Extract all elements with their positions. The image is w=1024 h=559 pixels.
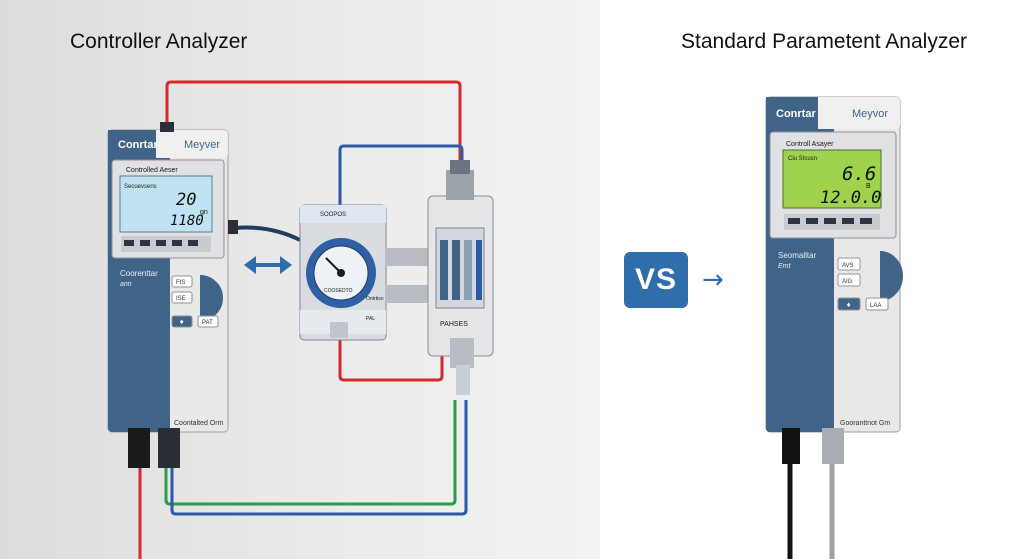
right-button-4-label: LAA bbox=[870, 303, 881, 309]
double-arrow-icon bbox=[244, 256, 292, 274]
left-button-1 bbox=[171, 275, 193, 288]
right-model-text: Meyvor bbox=[852, 108, 888, 120]
right-button-4 bbox=[865, 297, 889, 311]
left-analyzer-device bbox=[107, 122, 238, 468]
right-body-sub: Emt bbox=[778, 263, 792, 270]
left-button-3-label: ♦ bbox=[179, 319, 184, 326]
left-screen-title: Controlled Aeser bbox=[126, 167, 178, 174]
left-body-label: Coorenttar bbox=[120, 269, 158, 278]
left-body-sub: ann bbox=[120, 281, 132, 288]
left-panel-title: Controller Analyzer bbox=[70, 30, 248, 53]
blue-wire-bottom bbox=[170, 400, 468, 516]
right-footer: Gooranttnot Gm bbox=[840, 420, 890, 427]
arrow-right-icon: → bbox=[702, 265, 724, 295]
right-button-1-label: AVS bbox=[842, 263, 854, 269]
right-button-2-label: AIG bbox=[842, 279, 853, 285]
right-button-3 bbox=[837, 297, 861, 311]
right-panel-title: Standard Parametent Analyzer bbox=[681, 30, 968, 53]
din-rail-top bbox=[385, 248, 435, 266]
panel-meter bbox=[299, 204, 387, 341]
right-reading-bottom: 12.0.0 bbox=[820, 188, 881, 208]
left-reading-top: 20 bbox=[176, 190, 196, 210]
meter-scale-text: COOSEDTO bbox=[324, 288, 353, 294]
blue-wire-top bbox=[338, 144, 464, 210]
left-button-3 bbox=[171, 315, 193, 328]
red-wire-top bbox=[165, 80, 462, 168]
left-device-buttons: FIS ISE ♦ PAT bbox=[171, 275, 219, 328]
right-button-3-label: ♦ bbox=[846, 302, 851, 309]
probe-cable bbox=[234, 225, 301, 242]
left-button-2 bbox=[171, 291, 193, 304]
left-button-4-label: PAT bbox=[202, 320, 213, 326]
right-device-buttons: AVS AIG ♦ LAA bbox=[837, 257, 889, 311]
green-wire bbox=[164, 400, 457, 506]
left-button-2-label: ISE bbox=[176, 296, 186, 302]
left-reading-bottom: 1180 bbox=[170, 213, 204, 229]
right-screen-sub: Ciu SIcusn bbox=[788, 156, 817, 162]
right-brand-text: Conrtar bbox=[776, 108, 816, 120]
meter-bottom-text: PAL bbox=[366, 316, 375, 322]
meter-side-text: Ontrtiso bbox=[366, 296, 384, 302]
din-rail-bottom bbox=[385, 285, 435, 303]
red-wire-mid bbox=[338, 330, 444, 382]
left-screen-sub: Secuevsens bbox=[124, 184, 157, 190]
right-button-1 bbox=[837, 257, 861, 271]
left-button-4 bbox=[197, 315, 219, 328]
left-unit: gn bbox=[200, 209, 208, 216]
left-footer: Coontalted Orm bbox=[174, 420, 224, 427]
right-reading-top: 6.6 bbox=[842, 163, 876, 185]
right-button-2 bbox=[837, 273, 861, 287]
left-model-text: Meyver bbox=[184, 139, 220, 151]
left-button-1-label: FIS bbox=[176, 280, 185, 286]
left-brand-text: Conrtar bbox=[118, 139, 158, 151]
terminal-block bbox=[427, 160, 494, 395]
terminal-label: PAHSES bbox=[440, 321, 468, 328]
vs-badge: VS bbox=[624, 252, 688, 308]
right-body-label: Seomalltar bbox=[778, 251, 817, 260]
right-screen-title: Controll Asayer bbox=[786, 141, 834, 148]
meter-top-label: SOOPOS bbox=[320, 212, 346, 218]
right-unit: B bbox=[866, 183, 871, 190]
right-analyzer-device bbox=[765, 96, 903, 559]
